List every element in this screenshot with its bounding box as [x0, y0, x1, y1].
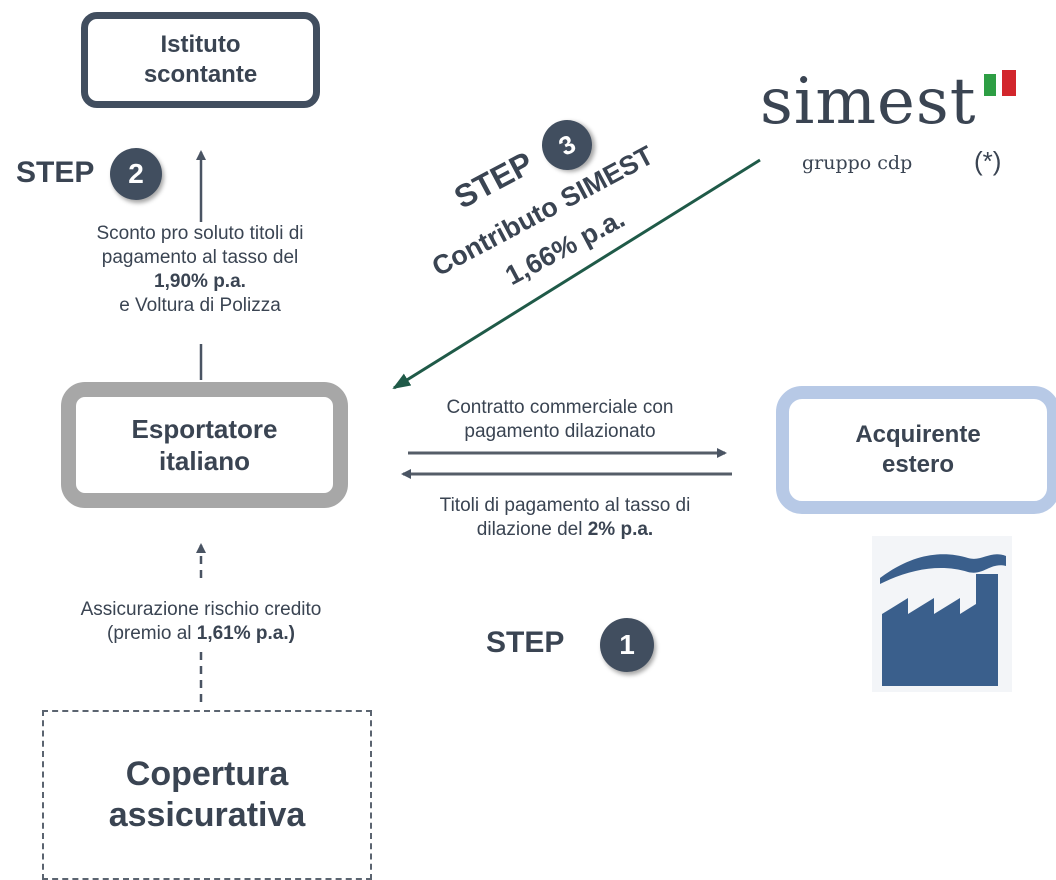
titoli-caption-prefix: dilazione del: [476, 519, 588, 540]
step2-label: STEP: [16, 156, 95, 189]
insurance-caption-prefix: (premio al: [107, 623, 197, 644]
titoli-caption-line1: Titoli di pagamento al tasso di: [439, 495, 691, 516]
step2-rate: 1,90% p.a.: [154, 271, 246, 292]
simest-subtitle: gruppo cdp: [802, 152, 913, 174]
insurance-caption: Assicurazione rischio credito (premio al…: [20, 598, 382, 646]
istituto-scontante-box: Istituto scontante: [81, 12, 320, 108]
insurance-caption-line2: (premio al 1,61% p.a.): [20, 622, 382, 646]
acquirente-line1: Acquirente: [855, 421, 981, 448]
simest-note: (*): [974, 146, 1002, 176]
titoli-rate: 2% p.a.: [587, 519, 654, 540]
contract-caption-line2: pagamento dilazionato: [464, 421, 656, 442]
istituto-line1: Istituto: [160, 31, 241, 58]
factory-icon: [872, 536, 1012, 692]
insurance-rate: 1,61% p.a.): [196, 623, 295, 644]
copertura-line1: Copertura: [125, 755, 289, 794]
titoli-caption-line2: dilazione del 2% p.a.: [380, 518, 750, 542]
insurance-caption-line1: Assicurazione rischio credito: [80, 599, 322, 620]
step1-badge: 1: [600, 618, 654, 672]
simest-logo: simest gruppo cdp (*): [760, 66, 1050, 186]
step2-caption-line1: Sconto pro soluto titoli di: [96, 223, 304, 244]
contract-caption-line1: Contratto commerciale con: [446, 397, 674, 418]
istituto-line2: scontante: [143, 61, 258, 88]
simest-contribution-arrow: [392, 158, 761, 390]
acquirente-estero-box: Acquirente estero: [776, 386, 1056, 514]
step2-caption-line3: 1,90% p.a.: [50, 270, 350, 294]
step2-caption-line2: pagamento al tasso del: [101, 247, 299, 268]
contract-caption: Contratto commerciale con pagamento dila…: [390, 396, 730, 444]
italian-flag-icon: [984, 70, 1022, 96]
step2-caption: Sconto pro soluto titoli di pagamento al…: [50, 222, 350, 318]
esportatore-italiano-box: Esportatore italiano: [61, 382, 348, 508]
step1-label: STEP: [486, 626, 565, 659]
esportatore-line2: italiano: [158, 446, 250, 476]
acquirente-line2: estero: [881, 451, 955, 478]
step2-caption-line4: e Voltura di Polizza: [119, 295, 281, 316]
step2-badge: 2: [110, 148, 162, 200]
esportatore-line1: Esportatore: [131, 413, 278, 444]
titoli-caption: Titoli di pagamento al tasso di dilazion…: [380, 494, 750, 542]
copertura-assicurativa-box: Copertura assicurativa: [42, 710, 372, 880]
simest-wordmark: simest: [760, 65, 977, 139]
copertura-line2: assicurativa: [108, 796, 306, 834]
